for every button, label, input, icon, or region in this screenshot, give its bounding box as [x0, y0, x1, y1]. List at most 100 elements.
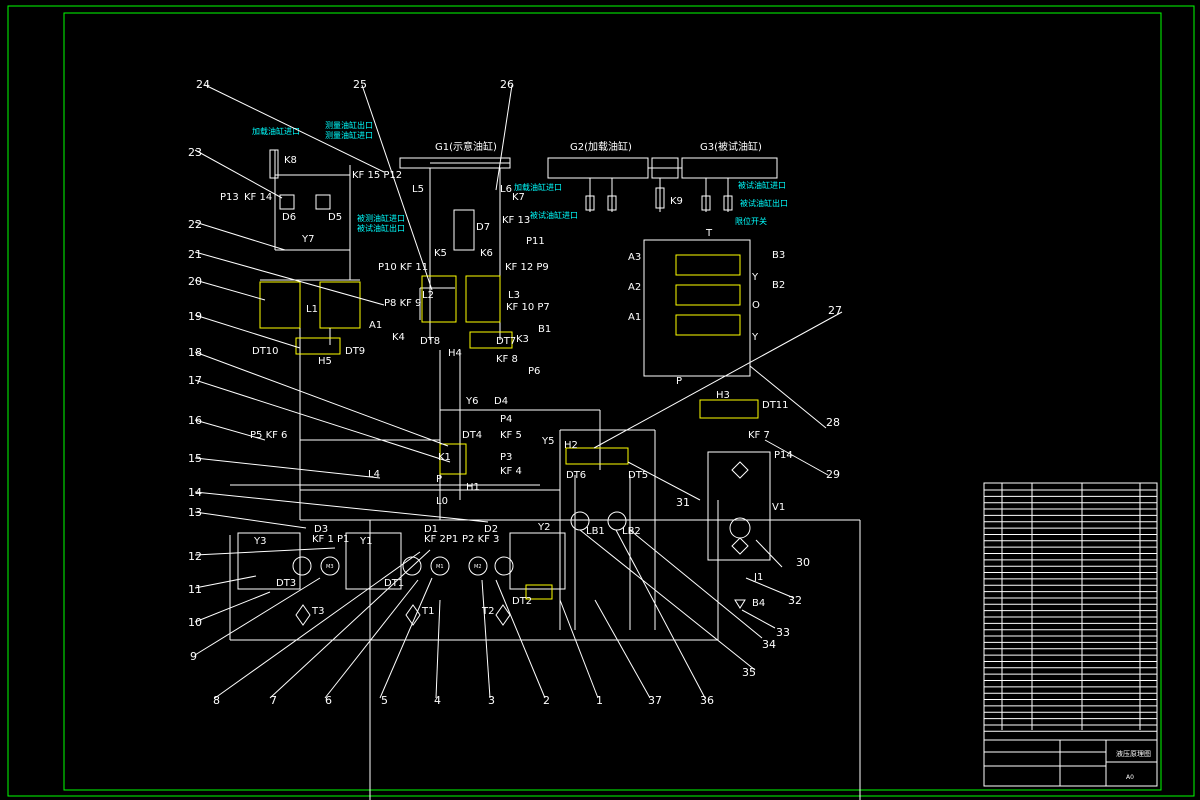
callout: 24 — [196, 78, 210, 91]
label: M3 — [326, 564, 334, 570]
label: K8 — [284, 155, 297, 166]
callout: 11 — [188, 583, 202, 596]
label: D2 — [484, 524, 498, 535]
label: M2 — [474, 564, 482, 570]
label: O — [752, 300, 760, 311]
callout: 32 — [788, 594, 802, 607]
label: B3 — [772, 250, 785, 261]
callout: 3 — [488, 694, 495, 707]
label: T2 — [481, 606, 494, 617]
label: K5 — [434, 248, 447, 259]
callout: 26 — [500, 78, 514, 91]
label: H4 — [448, 348, 462, 359]
callout: 27 — [828, 304, 842, 317]
components — [237, 149, 771, 626]
outer-frame — [7, 5, 1195, 797]
callout: 6 — [325, 694, 332, 707]
inner-frame — [63, 12, 1162, 791]
label: KF 12 P9 — [505, 262, 549, 273]
label: B1 — [538, 324, 551, 335]
label: D7 — [476, 222, 490, 233]
callout: 21 — [188, 248, 202, 261]
label: A1 — [628, 312, 641, 323]
label: H1 — [466, 482, 480, 493]
callout: 5 — [381, 694, 388, 707]
label: DT6 — [566, 470, 586, 481]
callout: 10 — [188, 616, 202, 629]
label: K9 — [670, 196, 683, 207]
label: K4 — [392, 332, 405, 343]
label: K3 — [516, 334, 529, 345]
cylinder-label: G3(被试油缸) — [700, 140, 762, 153]
label: DT8 — [420, 336, 440, 347]
label: D5 — [328, 212, 342, 223]
cyan-notes: 加载油缸进口 测量油缸出口 测量油缸进口 被测油缸进口 被试油缸出口 加载油缸进… — [252, 120, 788, 233]
label: D3 — [314, 524, 328, 535]
label: K1 — [438, 452, 451, 463]
note: 被试油缸出口 — [357, 223, 405, 233]
callout: 19 — [188, 310, 202, 323]
label: KF 13 — [502, 215, 530, 226]
label: H2 — [564, 440, 578, 451]
cylinder-label: G1(示意油缸) — [435, 140, 497, 153]
label: KF 8 — [496, 354, 518, 365]
label: A2 — [628, 282, 641, 293]
label: A1 — [369, 320, 382, 331]
callout: 35 — [742, 666, 756, 679]
callout: 37 — [648, 694, 662, 707]
label: K7 — [512, 192, 525, 203]
callout-numbers: 1 2 3 4 5 6 7 8 9 10 11 12 13 14 15 16 1… — [188, 78, 842, 707]
cylinder-label: G2(加载油缸) — [570, 140, 632, 153]
callout: 25 — [353, 78, 367, 91]
label: L1 — [306, 304, 318, 315]
callout: 30 — [796, 556, 810, 569]
drawing-scale: A0 — [1126, 774, 1134, 781]
label: Y — [751, 272, 759, 283]
label: D1 — [424, 524, 438, 535]
label: P — [676, 376, 682, 387]
callout: 20 — [188, 275, 202, 288]
label: H3 — [716, 390, 730, 401]
label: DT2 — [512, 596, 532, 607]
title-block: 液压原理图 A0 — [983, 482, 1158, 787]
label: KF 14 — [244, 192, 272, 203]
note: 限位开关 — [735, 216, 767, 226]
callout: 4 — [434, 694, 441, 707]
label: T3 — [311, 606, 324, 617]
cylinder-g2-g3: G2(加载油缸) G3(被试油缸) — [547, 140, 778, 212]
label: B2 — [772, 280, 785, 291]
callout: 16 — [188, 414, 202, 427]
label: Y7 — [301, 234, 314, 245]
label: L2 — [422, 290, 434, 301]
label: KF 7 — [748, 430, 770, 441]
label: KF 2P1 — [424, 534, 458, 545]
label: KF 5 — [500, 430, 522, 441]
label: P — [436, 474, 442, 485]
label: L6 — [500, 184, 512, 195]
note: 加载油缸进口 — [514, 182, 562, 192]
note: 被试油缸出口 — [740, 198, 788, 208]
note: 测量油缸进口 — [325, 130, 373, 140]
note: 被试油缸进口 — [530, 210, 578, 220]
callout: 8 — [213, 694, 220, 707]
label: Y6 — [465, 396, 478, 407]
callout: 12 — [188, 550, 202, 563]
callout: 13 — [188, 506, 202, 519]
callout: 34 — [762, 638, 776, 651]
note: 被测油缸进口 — [357, 213, 405, 223]
label: DT5 — [628, 470, 648, 481]
label: D6 — [282, 212, 296, 223]
label: P2 KF 3 — [462, 534, 499, 545]
label: A3 — [628, 252, 641, 263]
label: H5 — [318, 356, 332, 367]
callout: 22 — [188, 218, 202, 231]
label: Y — [751, 332, 759, 343]
label: KF 4 — [500, 466, 522, 477]
piping — [229, 150, 861, 800]
note: 被试油缸进口 — [738, 180, 786, 190]
label: KF 10 P7 — [506, 302, 550, 313]
label: DT7 — [496, 336, 516, 347]
label: Y2 — [537, 522, 550, 533]
callout: 28 — [826, 416, 840, 429]
